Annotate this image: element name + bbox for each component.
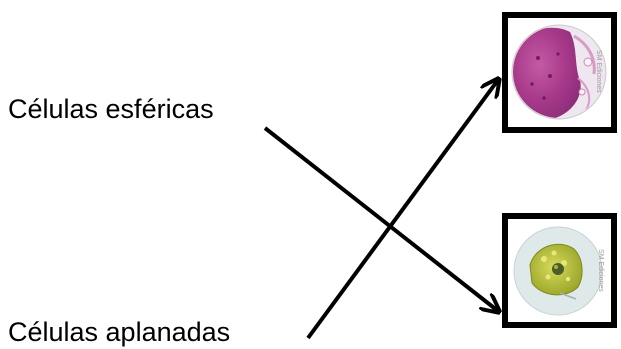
micrograph-cell-image <box>513 226 603 316</box>
label-celulas-aplanadas: Células aplanadas <box>8 317 231 347</box>
micrograph-frame-top: SM Ediciones <box>502 12 617 133</box>
micrograph-tissue-image <box>511 24 607 120</box>
arrow-esfericas-to-bottom <box>263 126 498 311</box>
micrograph-frame-bottom: SM Ediciones <box>502 213 617 328</box>
label-celulas-esfericas: Células esféricas <box>8 94 214 124</box>
arrow-aplanadas-to-top <box>306 80 498 340</box>
